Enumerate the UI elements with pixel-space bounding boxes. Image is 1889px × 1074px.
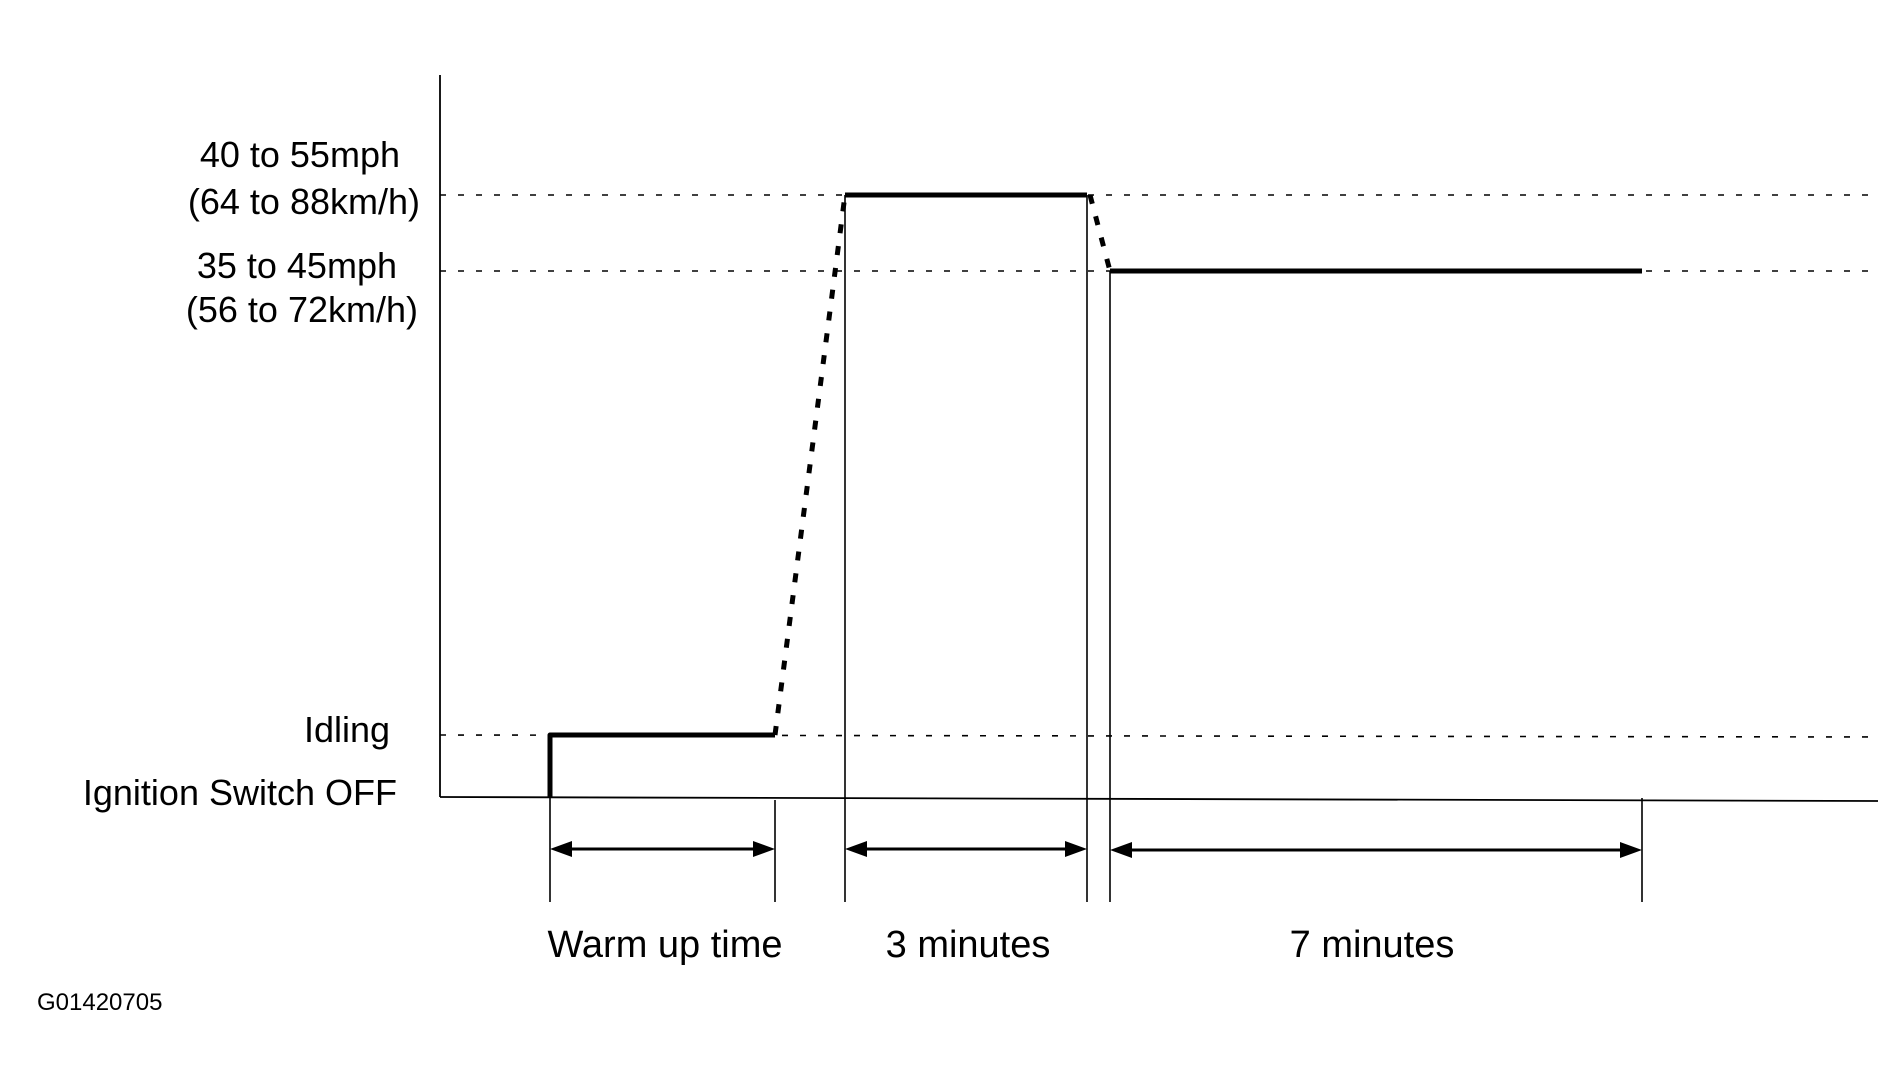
phase-label-7-minutes: 7 minutes [1290, 924, 1455, 966]
trace-decelerate [1087, 194, 1113, 272]
dimension-arrow-warm-up [550, 841, 775, 857]
level-label-mid-kmh: (56 to 72km/h) [186, 289, 418, 330]
dimension-arrow-7-minutes [1110, 842, 1642, 858]
phase-label-3-minutes: 3 minutes [886, 924, 1051, 966]
trace-accelerate [772, 194, 848, 736]
level-label-high-kmh: (64 to 88km/h) [188, 181, 420, 222]
trace-warm-up [547, 732, 775, 797]
phase-label-warm-up: Warm up time [547, 924, 782, 966]
dimension-arrow-3-minutes [845, 841, 1087, 857]
level-label-ignition-off: Ignition Switch OFF [83, 772, 397, 813]
x-axis [439, 796, 1879, 802]
level-label-high-mph: 40 to 55mph [200, 134, 400, 175]
figure-id: G01420705 [37, 989, 162, 1016]
level-label-idle: Idling [304, 709, 390, 750]
level-label-mid-mph: 35 to 45mph [197, 245, 397, 286]
